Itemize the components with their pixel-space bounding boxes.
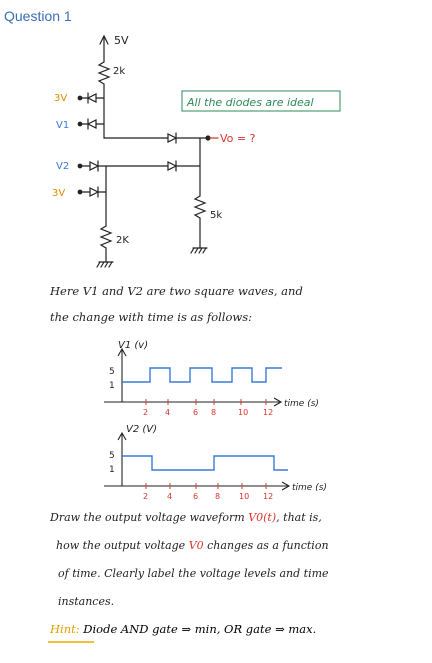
hint-label: Hint: [50,622,80,636]
hint-line: Hint: Diode AND gate ⇒ min, OR gate ⇒ ma… [50,622,316,636]
r-top-label: 2k [113,66,125,77]
wave1-x-arrow-icon [273,397,283,407]
x-tick-label: 2 [143,492,148,501]
x-tick-label: 8 [211,408,216,417]
wave2-y-arrow-icon [117,431,127,441]
in-3v-top-terminal [77,95,83,101]
r-mid-label: 5k [210,210,222,221]
x-tick-label: 6 [193,492,198,501]
task-line-3: of time. Clearly label the voltage level… [58,567,329,580]
mid-resistor [193,195,207,219]
x-tick-label: 8 [215,492,220,501]
task-line-1-b: V0(t) [248,511,277,524]
in-3v-bottom-label: 3V [52,188,65,199]
in-v1-terminal [77,121,83,127]
waveform-2: 2 4 6 8 10 12 [104,431,291,501]
x-tick-label: 12 [263,492,273,501]
hint-underline [48,641,94,643]
waveform-1: 2 4 6 8 10 12 [104,347,283,417]
wave2-xlabel: time (s) [292,483,327,493]
task-line-2-a: how the output voltage [56,539,186,552]
wave2-signal [122,455,288,471]
x-tick-label: 4 [165,408,170,417]
wave1-xlabel: time (s) [284,399,319,409]
r-left-label: 2K [116,235,129,246]
in-3v-top-label: 3V [54,93,67,104]
x-tick-label: 6 [193,408,198,417]
wave1-signal [122,367,282,383]
wave2-ytick-5: 5 [109,451,115,461]
wave2-ylabel: V2 (V) [126,424,157,435]
output-label: Vo = ? [220,132,256,145]
x-tick-label: 4 [167,492,172,501]
in-v2-terminal [77,163,83,169]
in-v1-label: V1 [56,120,69,131]
task-line-2-b: V0 [188,539,204,552]
question-title: Question 1 [4,8,72,24]
wave1-ytick-1: 1 [109,381,115,391]
wave2-ytick-1: 1 [109,465,115,475]
top-resistor [97,61,111,85]
note-text: All the diodes are ideal [186,96,314,109]
task-line-4: instances. [58,595,115,608]
note-box [181,90,341,112]
task-line-1-a: Draw the output voltage waveform [50,511,245,524]
supply-label: 5V [114,34,129,47]
x-tick-label: 12 [263,408,273,417]
wave1-ylabel: V1 (v) [118,340,148,351]
wave2-x-arrow-icon [281,481,291,491]
in-3v-bottom-terminal [77,189,83,195]
intro-line-2: the change with time is as follows: [50,310,253,324]
task-line-1-c: , that is, [276,511,322,524]
supply-arrow-icon [99,34,109,45]
wave1-ytick-5: 5 [109,367,115,377]
x-tick-label: 10 [238,408,248,417]
task-line-1: Draw the output voltage waveform V0(t), … [50,511,322,524]
circuit-diagram [77,34,219,268]
hint-text: Diode AND gate ⇒ min, OR gate ⇒ max. [83,622,317,636]
x-tick-label: 10 [239,492,249,501]
x-tick-label: 2 [143,408,148,417]
left-resistor [99,225,113,249]
task-line-2-c: changes as a function [207,539,329,552]
wave1-y-arrow-icon [117,347,127,357]
intro-line-1: Here V1 and V2 are two square waves, and [50,284,303,298]
task-line-2: how the output voltage V0 changes as a f… [56,539,329,552]
in-v2-label: V2 [56,161,69,172]
